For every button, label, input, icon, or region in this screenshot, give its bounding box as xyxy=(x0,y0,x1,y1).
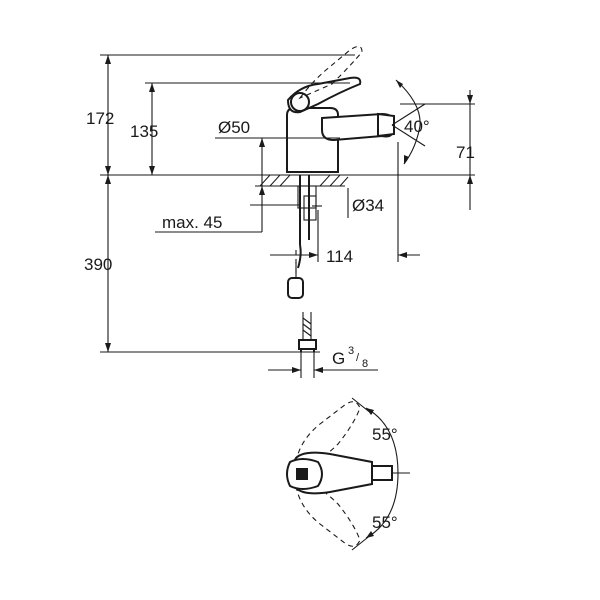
label-diameter-50: Ø50 xyxy=(218,118,250,137)
label-thread-slash: / xyxy=(356,352,360,364)
dimension-labels: 172 135 Ø50 40° 71 Ø34 max. 45 114 390 G… xyxy=(84,109,475,370)
faucet-jet xyxy=(377,112,395,138)
hose-nut xyxy=(298,339,317,350)
label-thread-numerator: 3 xyxy=(348,345,354,357)
dimension-lines xyxy=(100,54,475,378)
countertop-hatching xyxy=(255,174,349,187)
lever-open-position xyxy=(298,45,363,100)
label-angle-40: 40° xyxy=(404,117,430,136)
label-thread-g: G xyxy=(332,349,345,368)
label-diameter-34: Ø34 xyxy=(352,196,384,215)
label-172: 172 xyxy=(86,109,114,128)
label-135: 135 xyxy=(130,122,158,141)
popup-rod xyxy=(287,262,304,299)
faucet-top-view xyxy=(286,397,410,551)
label-max-45: max. 45 xyxy=(162,213,222,232)
label-71: 71 xyxy=(456,143,475,162)
label-thread-denominator: 8 xyxy=(362,358,368,370)
label-angle-55-bottom: 55° xyxy=(372,513,398,532)
label-114: 114 xyxy=(326,247,353,266)
label-390: 390 xyxy=(84,255,112,274)
faucet-side-view xyxy=(100,45,475,352)
label-angle-55-top: 55° xyxy=(372,425,398,444)
lever-pivot xyxy=(290,92,310,112)
spout-outlet xyxy=(371,465,393,481)
flex-hose xyxy=(297,244,317,352)
lever-cap xyxy=(296,468,308,480)
top-view-labels: 55° 55° xyxy=(372,425,398,532)
